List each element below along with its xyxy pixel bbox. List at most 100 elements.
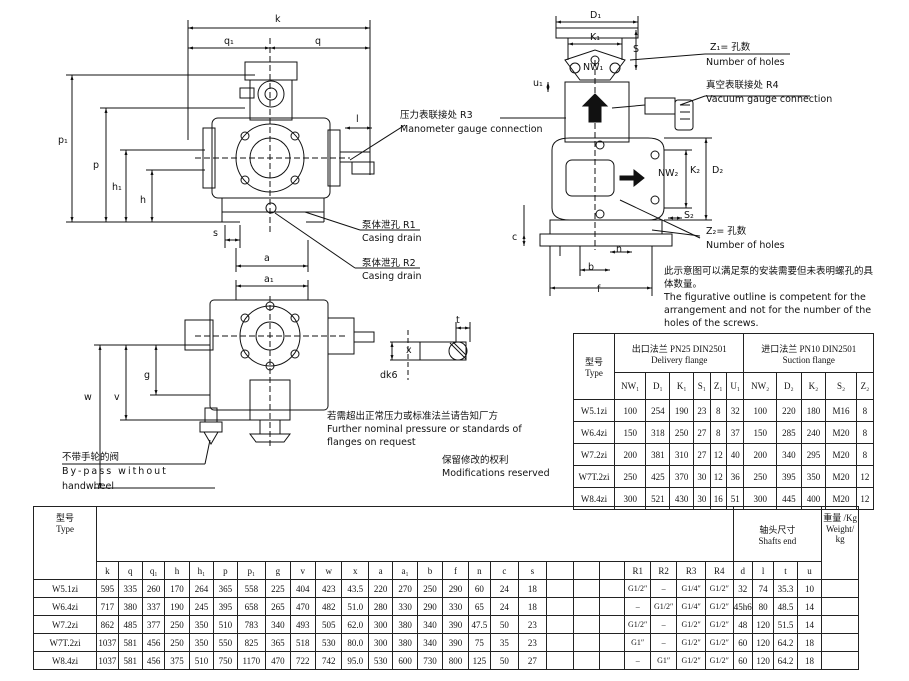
flange-type-header: 型号 Type [573,333,615,400]
dim-value-cell: 62.0 [341,615,369,634]
dim-k: k [275,14,281,25]
dim-value-cell: 65 [467,597,492,616]
dim-value-cell: 75 [467,633,492,652]
dim-value-cell: 456 [141,651,166,670]
dim-s: s [213,228,218,239]
dim-S: S [633,44,640,55]
dim-value-cell: 340 [416,615,444,634]
callout-bypass-en2: handwheel [62,481,115,492]
dim-dk6: dk6 [380,370,398,381]
dim-value-cell: 482 [314,597,343,616]
dim-value-cell [546,615,574,634]
plan-view [62,280,471,489]
flange-type-cell: W6.4zi [573,421,615,444]
flange-value-cell: 40 [725,443,745,466]
dim-value-cell [572,579,601,598]
flange-value-cell: 395 [776,465,802,488]
flange-value-cell: 180 [800,399,827,422]
dim-value-cell: 265 [265,597,291,616]
dim-value-cell: 377 [141,615,166,634]
flange-value-cell: 8 [709,421,727,444]
front-view [66,20,420,272]
flange-type-cn: 型号 [584,357,603,367]
dim-value-cell: 581 [117,633,143,652]
dim-value-cell: 1037 [96,651,119,670]
note-outline-cn: 此示意图可以满足泵的安装需要但未表明螺孔的具体数量。 [664,266,874,290]
dim-value-cell: G1″ [624,633,651,652]
dim-value-cell: 64.2 [773,633,798,652]
dim-col-header: q [117,561,143,580]
dim-value-cell: G1/2″ [649,597,678,616]
flange-col-header: NW₁ [613,372,647,400]
dim-value-cell: 45h6 [732,597,753,616]
flange-value-cell: 318 [645,421,671,444]
weight-cn: 重量 /Kg [823,513,857,523]
flange-type-cell: W5.1zi [573,399,615,422]
flange-value-cell: M20 [825,443,857,466]
flange-col-header: K₂ [800,372,827,400]
callout-bypass-cn: 不带手轮的阀 [62,452,120,463]
flange-value-cell: 340 [776,443,802,466]
dim-value-cell: 510 [213,615,238,634]
dim-value-cell [821,615,859,634]
dim-col-header: n [467,561,492,580]
dim-value-cell: 390 [442,615,469,634]
dim-value-cell [572,615,601,634]
dim-value-cell: 595 [96,579,119,598]
flange-value-cell: 12 [855,487,875,510]
dim-value-cell [572,633,601,652]
note-outline-en: The figurative outline is competent for … [664,292,872,329]
dim-value-cell: 581 [117,651,143,670]
dim-value-cell: 330 [392,597,418,616]
flange-value-cell: 350 [800,465,827,488]
dim-value-cell [821,579,859,598]
note-pressure-en: Further nominal pressure or standards of… [327,424,522,448]
dim-col-header: a₁ [392,561,418,580]
dim-type-cell: W8.4zi [32,651,98,670]
dim-col-header: u [796,561,823,580]
dim-value-cell: G1/2″ [704,651,734,670]
flange-value-cell: 36 [725,465,745,488]
callout-r4-cn: 真空表联接处 R4 [706,80,779,91]
note-modif-cn: 保留修改的权利 [442,455,509,466]
dim-value-cell: 510 [188,651,215,670]
dim-col-header: f [442,561,469,580]
dim-value-cell: 18 [796,633,823,652]
dim-c: c [512,232,518,243]
dim-value-cell: 23 [517,633,548,652]
dim-value-cell: 80 [751,597,775,616]
dim-col-header: R3 [676,561,706,580]
dim-col-header [546,561,574,580]
flange-value-cell: 8 [855,399,875,422]
dim-value-cell: G1/2″ [704,615,734,634]
dim-value-cell: 485 [117,615,143,634]
dim-value-cell: 120 [751,615,775,634]
dim-value-cell: 558 [236,579,267,598]
dim-value-cell: 250 [416,579,444,598]
callout-r4-en: Vacuum gauge connection [706,94,833,105]
dim-value-cell: 270 [392,579,418,598]
weight-en1: Weight/ [825,524,855,534]
dim-value-cell: 550 [213,633,238,652]
dim-value-cell: 24 [490,579,519,598]
dim-value-cell: 658 [236,597,267,616]
dim-value-cell: G1/4″ [676,579,706,598]
flange-col-header: D₁ [645,372,671,400]
flange-value-cell: 240 [800,421,827,444]
dim-value-cell [599,651,626,670]
dim-value-cell: 43.5 [341,579,369,598]
flange-value-cell: 27 [693,421,711,444]
dim-value-cell: – [624,651,651,670]
flange-col-header: Z₂ [855,372,875,400]
dim-value-cell: 470 [289,597,317,616]
dim-value-cell: 335 [117,579,143,598]
dim-value-cell: 350 [188,615,215,634]
flange-value-cell: 8 [855,443,875,466]
callout-r3-en: Manometer gauge connection [400,124,543,135]
dim-value-cell: 14 [796,597,823,616]
dim-col-header: x [341,561,369,580]
dim-value-cell: 250 [164,633,190,652]
